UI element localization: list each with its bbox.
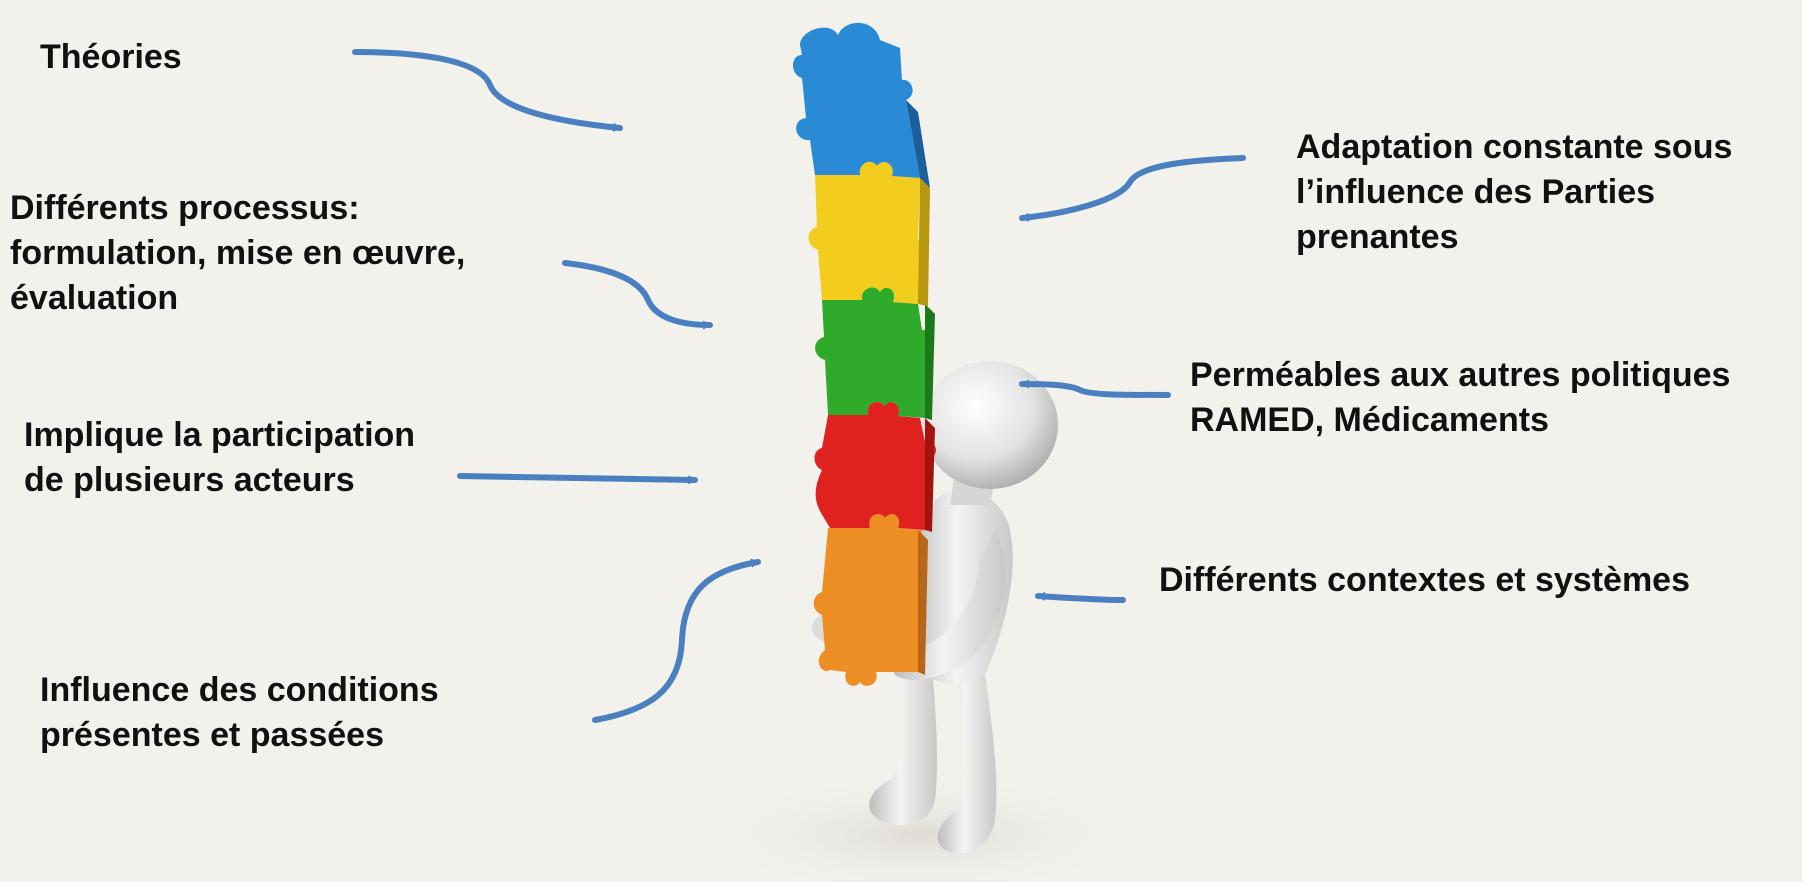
arrow-participation [457,473,698,485]
puzzle-stack [793,22,936,686]
label-contextes: Différents contextes et systèmes [1159,561,1691,599]
person-figure-icon [812,361,1058,854]
puzzle-piece-yellow-icon [808,161,930,306]
label-adaptation: Adaptation constante sous l’influence de… [1296,128,1733,256]
floor-shadow [690,775,1150,882]
label-processus: Différents processus: formulation, mise … [10,189,466,317]
label-participation: Implique la participation de plusieurs a… [24,416,416,499]
figure-head [922,361,1058,489]
label-theories: Théories [40,38,182,76]
arrow-adaptation [1019,155,1246,222]
arrow-contextes [1035,592,1126,603]
puzzle-piece-red-icon [814,401,936,532]
label-conditions: Influence des conditions présentes et pa… [40,671,439,754]
arrows [352,49,1246,723]
arrow-processus [562,260,713,330]
puzzle-piece-green-icon [815,287,935,420]
puzzle-piece-blue-icon [793,22,930,188]
label-permeables: Perméables aux autres politiques RAMED, … [1190,356,1731,439]
arrow-permeables [1019,379,1171,398]
arrow-conditions [592,558,761,723]
puzzle-piece-orange-icon [813,514,928,686]
arrow-theories [352,49,623,132]
